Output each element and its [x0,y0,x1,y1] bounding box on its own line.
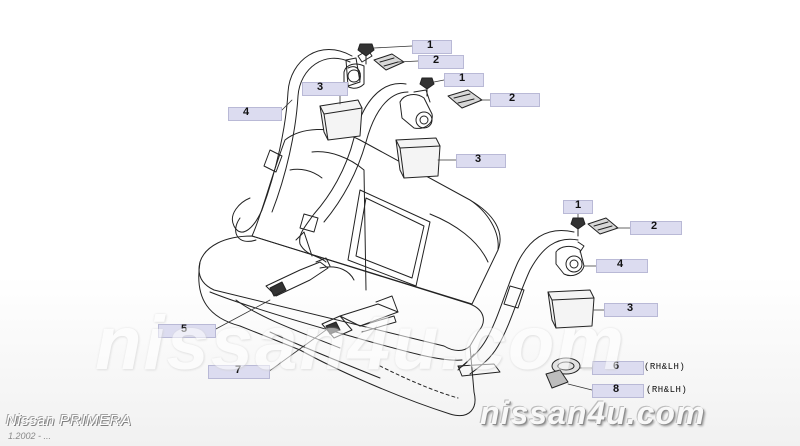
callout-2-a: 2 [418,54,464,69]
watermark-large: nissan4u.com [95,301,626,386]
callout-number: 1 [575,199,582,211]
callout-number: 5 [181,323,188,335]
callout-number: 4 [243,106,250,118]
callout-5: 5 [158,323,216,338]
right-retractor [555,241,585,277]
cover-3-b [395,137,441,179]
callout-number: 2 [651,220,658,232]
callout-1-a: 1 [412,39,452,54]
callout-8: 8 [592,383,644,398]
cover-3-c [547,289,595,329]
callout-3-b: 3 [456,153,506,168]
callout-7: 7 [208,364,270,379]
note-rh-lh-6: (RH&LH) [644,362,686,372]
clip-8 [545,369,569,389]
callout-number: 8 [613,383,620,395]
bracket-2-c [587,217,619,235]
bracket-2-b [447,89,483,109]
rear-seat-cushion [198,235,484,416]
callout-number: 2 [509,92,516,104]
callout-4-a: 4 [228,106,282,121]
cover-3-a [319,99,363,141]
callout-number: 4 [617,258,624,270]
callout-number: 3 [475,153,482,165]
watermark-small: nissan4u.com [480,395,706,431]
model-name: Nissan PRIMERA [6,412,132,429]
callout-2-c: 2 [630,220,682,235]
note-rh-lh-8: (RH&LH) [646,385,688,395]
leader-lines [213,45,631,391]
callout-1-c: 1 [563,199,593,214]
callout-number: 3 [627,302,634,314]
production-date: 1.2002 - ... [8,431,52,441]
callout-2-b: 2 [490,92,540,107]
callout-number: 3 [317,81,324,93]
callout-4-b: 4 [596,258,648,273]
callout-1-b: 1 [444,72,484,87]
callout-6: 6 [592,360,644,375]
buckle-5 [265,257,355,297]
bolt-1-a [357,43,375,65]
callout-number: 6 [613,360,620,372]
bolt-1-b [419,77,435,97]
callout-number: 1 [459,72,466,84]
buckle-7 [321,295,399,339]
rear-seat-backrest [251,129,501,305]
callout-3-c: 3 [604,302,658,317]
center-seat-belt [295,83,409,263]
callout-3-a: 3 [302,81,348,96]
center-retractor [399,89,433,129]
right-outer-seat-belt [457,230,579,377]
left-outer-seat-belt [232,49,361,242]
callout-number: 1 [427,39,434,51]
bolt-1-c [570,217,586,237]
callout-number: 2 [433,54,440,66]
callout-number: 7 [235,364,242,376]
